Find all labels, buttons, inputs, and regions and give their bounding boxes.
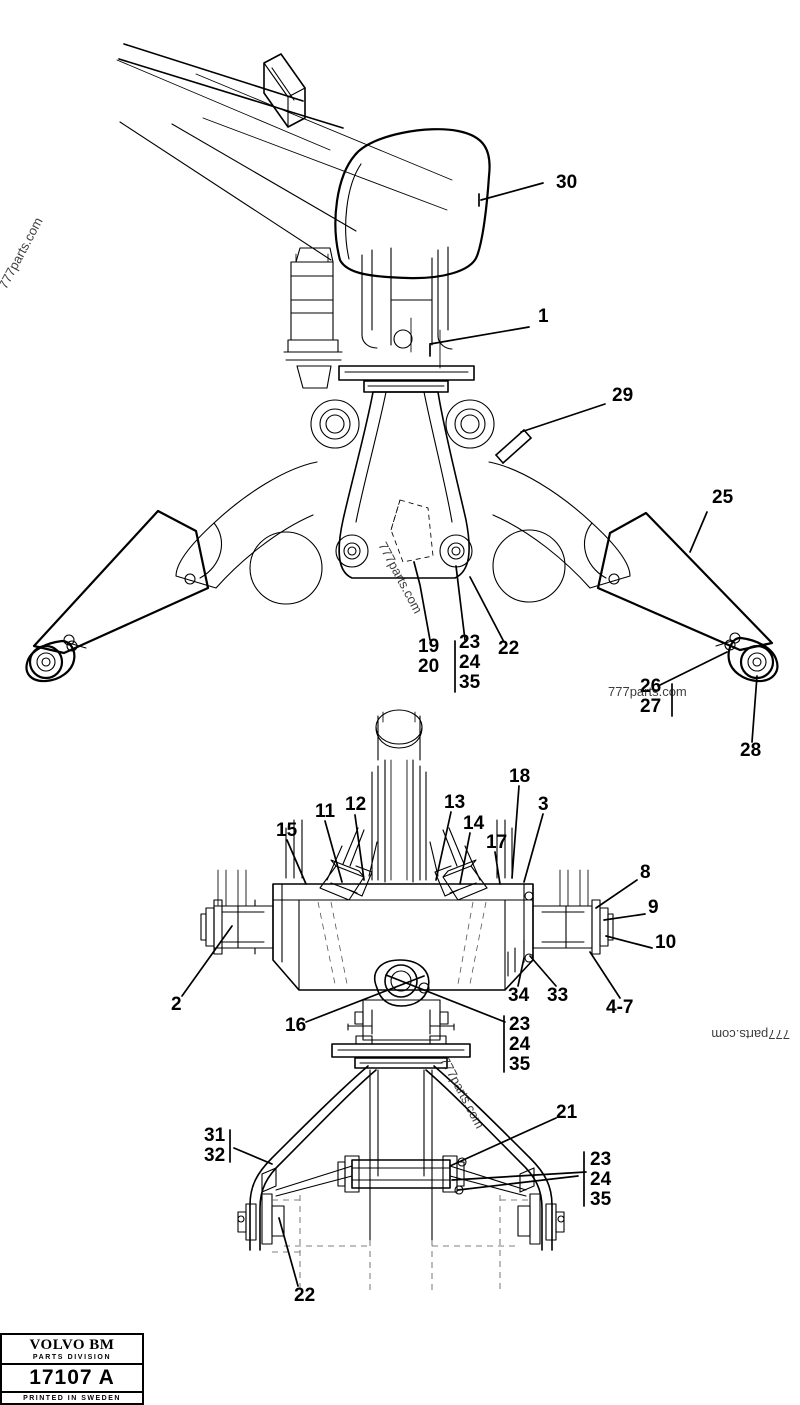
- callout-16: 16: [285, 1015, 306, 1036]
- callout-35-mid: 35: [509, 1054, 531, 1075]
- lower-mounting-plate: [331, 1035, 471, 1069]
- callout-12: 12: [345, 794, 366, 815]
- bucket-body-30: [334, 128, 491, 280]
- axle-housing-body: [272, 883, 534, 991]
- bottom-view-leaders: [229, 1117, 587, 1287]
- callout-19: 19: [418, 636, 439, 657]
- center-hub-casting: [310, 391, 495, 579]
- watermark-left: 777parts.com: [0, 215, 46, 292]
- callout-1: 1: [538, 306, 549, 327]
- bottom-column: [299, 1069, 501, 1290]
- watermark-right-edge: 777parts.com: [711, 1027, 790, 1042]
- callout-20: 20: [418, 656, 439, 677]
- hub-flange-plate-1: [338, 365, 475, 393]
- middle-view-group: [200, 709, 614, 1069]
- top-view-group: [25, 43, 779, 743]
- callout-34: 34: [508, 985, 530, 1006]
- callout-21: 21: [556, 1102, 578, 1123]
- upper-post-fork: [361, 246, 453, 369]
- technical-illustration: .s{fill:none;stroke:#000;stroke-width:1.…: [0, 43, 790, 1306]
- callout-11: 11: [315, 801, 336, 822]
- callout-13: 13: [444, 792, 465, 813]
- center-pivot-eye-16: [347, 959, 455, 1041]
- hydraulic-valve-block: [283, 247, 343, 389]
- callout-3: 3: [538, 794, 549, 815]
- title-block: VOLVO BM PARTS DIVISION 17107 A PRINTED …: [0, 1333, 144, 1405]
- callout-23-top: 23: [459, 632, 480, 653]
- callout-23-bot: 23: [590, 1149, 611, 1170]
- callout-22-top: 22: [498, 638, 519, 659]
- parts-diagram-sheet: .s{fill:none;stroke:#000;stroke-width:1.…: [0, 43, 790, 1405]
- callout-2: 2: [171, 994, 182, 1015]
- division-name: PARTS DIVISION: [2, 1353, 142, 1365]
- watermark-mid-center: 777parts.com: [437, 1054, 487, 1131]
- bottom-view-group: [229, 1065, 587, 1290]
- callout-23-mid: 23: [509, 1014, 530, 1035]
- brand-name: VOLVO BM: [29, 1337, 115, 1353]
- callout-29: 29: [612, 385, 633, 406]
- callout-30: 30: [556, 172, 577, 193]
- callout-17: 17: [486, 832, 507, 853]
- callout-35-top: 35: [459, 672, 481, 693]
- left-swing-arm: [32, 461, 318, 655]
- watermark-upper-right: 777parts.com: [608, 684, 687, 699]
- callout-labels: 30 1 29 25 19 20 23 24 35 22 26 27 28 15…: [171, 172, 761, 1306]
- boom-rails: [116, 43, 453, 261]
- callout-4-7: 4-7: [606, 997, 633, 1018]
- sheet-number: 17107 A: [2, 1365, 142, 1393]
- left-roller-bracket: [25, 639, 87, 683]
- callout-8: 8: [640, 862, 651, 883]
- callout-25: 25: [712, 487, 734, 508]
- tilt-cylinder-rods: [495, 429, 532, 464]
- callout-24-top: 24: [459, 652, 481, 673]
- callout-10: 10: [655, 932, 676, 953]
- watermark-group: 777parts.com 777parts.com 777parts.com 7…: [0, 215, 790, 1131]
- yoke-arms: [237, 1065, 565, 1253]
- top-view-leaders: [413, 182, 758, 743]
- callout-18: 18: [509, 766, 530, 787]
- callout-24-bot: 24: [590, 1169, 612, 1190]
- wheel-hub-outlines: [249, 529, 566, 605]
- middle-view-leaders: [181, 785, 653, 1073]
- left-axle-end: [200, 869, 274, 955]
- callout-26: 26: [640, 676, 661, 697]
- right-axle-end: [507, 869, 614, 977]
- cross-tube-assembly: [337, 1155, 467, 1195]
- callout-28: 28: [740, 740, 761, 761]
- callout-9: 9: [648, 897, 659, 918]
- callout-35-bot: 35: [590, 1189, 612, 1210]
- callout-15: 15: [276, 820, 298, 841]
- kingpin-shaft: [371, 709, 427, 883]
- callout-33: 33: [547, 985, 568, 1006]
- callout-22-bot: 22: [294, 1285, 315, 1306]
- callout-27: 27: [640, 696, 661, 717]
- callout-32: 32: [204, 1145, 225, 1166]
- right-swing-arm: [488, 461, 774, 652]
- callout-31: 31: [204, 1125, 226, 1146]
- callout-14: 14: [463, 813, 485, 834]
- callout-24-mid: 24: [509, 1034, 531, 1055]
- printed-in: PRINTED IN SWEDEN: [23, 1395, 121, 1402]
